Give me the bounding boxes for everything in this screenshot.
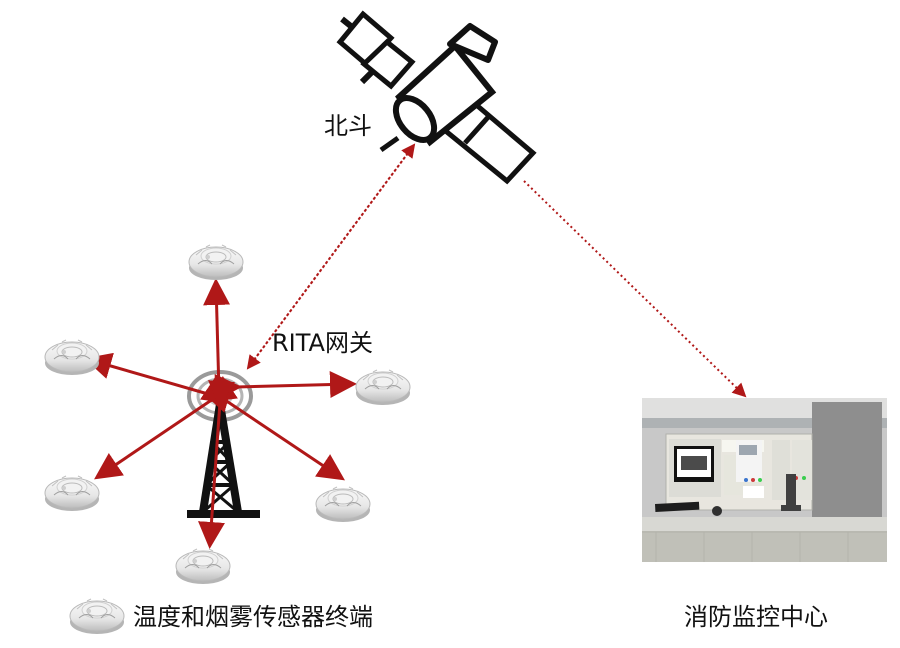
sensor-link-lower-right xyxy=(200,377,345,481)
monitoring-center-label: 消防监控中心 xyxy=(684,603,828,631)
sensor-legend-label: 温度和烟雾传感器终端 xyxy=(133,603,373,631)
sensor-link-upper-left xyxy=(84,352,232,413)
gateway-uplink xyxy=(247,143,416,369)
radio-tower-icon xyxy=(187,370,260,518)
satellite-links xyxy=(246,143,747,398)
sensor-links xyxy=(84,278,357,549)
sensor-link-lower-left xyxy=(94,376,238,480)
center-link xyxy=(523,180,747,398)
sensor-link-right xyxy=(214,371,357,402)
satellite-icon xyxy=(336,10,537,185)
sensor-link-bottom xyxy=(198,380,235,549)
fire-control-console-icon xyxy=(642,398,887,562)
gateway-label: RITA网关 xyxy=(272,329,373,357)
satellite-label: 北斗 xyxy=(324,112,372,140)
sensor-link-top xyxy=(203,278,231,393)
